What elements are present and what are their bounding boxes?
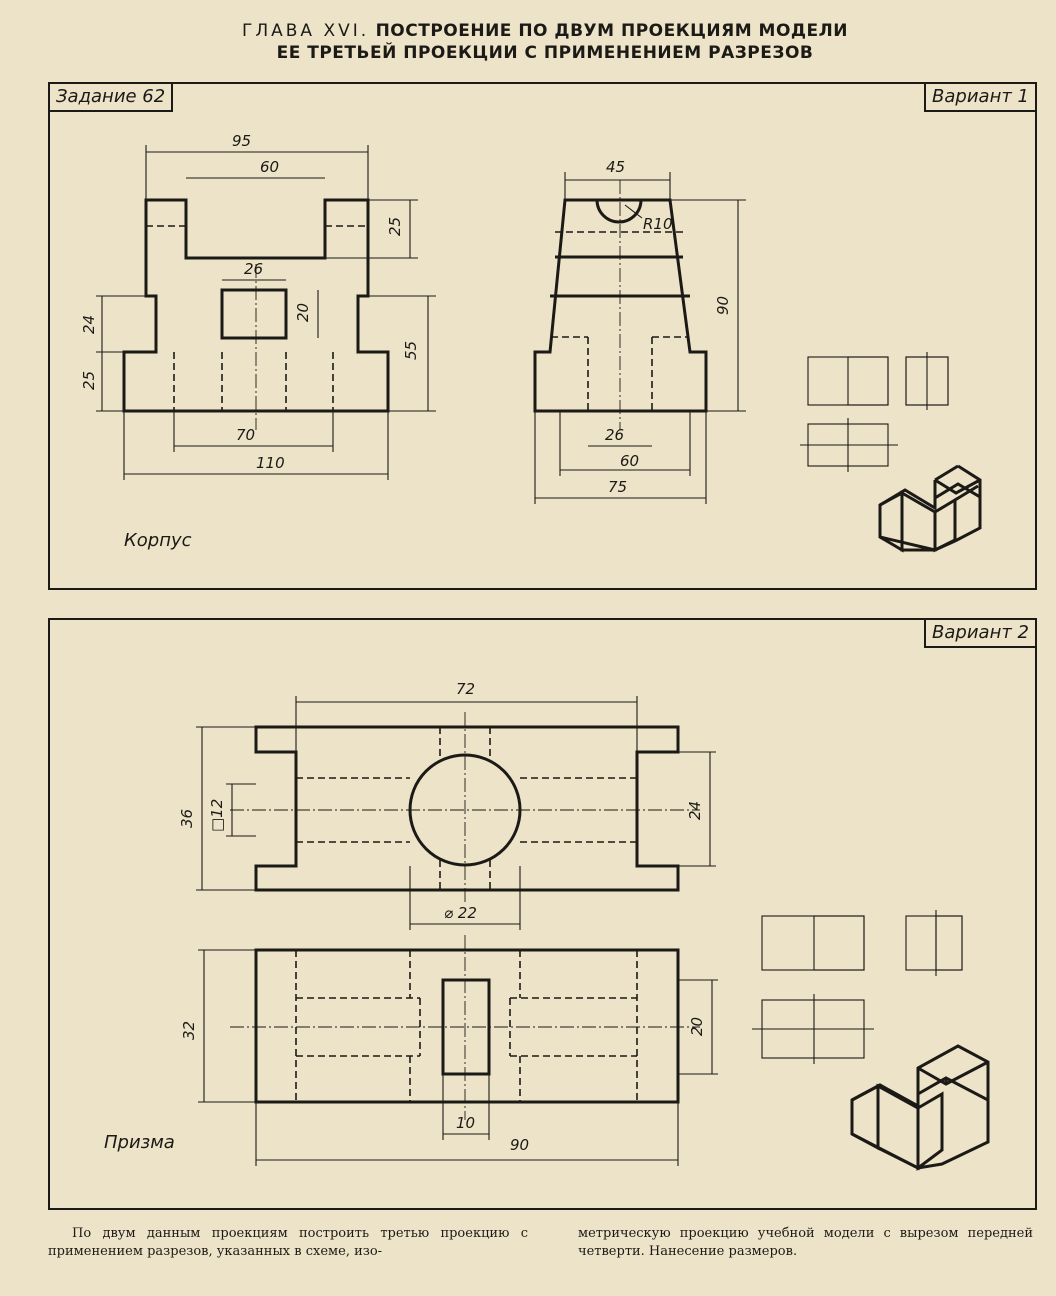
isometric-view-v2	[850, 1044, 990, 1171]
part-name-corpus: Корпус	[124, 530, 192, 551]
part-name-prism: Призма	[104, 1132, 175, 1153]
dim-90-v2: 90	[510, 1136, 529, 1154]
chapter-title-line1: ПОСТРОЕНИЕ ПО ДВУМ ПРОЕКЦИЯМ МОДЕЛИ	[375, 21, 849, 41]
dim-75: 75	[608, 478, 627, 496]
dim-95: 95	[232, 132, 251, 150]
dim-60-side: 60	[620, 452, 639, 470]
page-header: ГЛАВА XVI. ПОСТРОЕНИЕ ПО ДВУМ ПРОЕКЦИЯМ …	[0, 20, 1056, 64]
top-view-prism	[230, 712, 700, 905]
front-view-v2-dimensions: 32 20 10 90	[180, 949, 718, 1166]
dim-36: 36	[178, 809, 196, 828]
variant-1-label: Вариант 1	[924, 84, 1035, 112]
header-line-1: ГЛАВА XVI. ПОСТРОЕНИЕ ПО ДВУМ ПРОЕКЦИЯМ …	[0, 20, 1056, 42]
dim-32: 32	[180, 1021, 198, 1040]
dim-24: 24	[80, 315, 98, 334]
side-view-dimensions: 45 R10 90 26 60 75	[534, 158, 746, 504]
dim-25-base: 25	[80, 371, 98, 390]
task-label: Задание 62	[50, 84, 174, 112]
variant-2-label: Вариант 2	[924, 620, 1035, 648]
dim-24-v2: 24	[686, 801, 704, 820]
front-view-dimensions: 95 60 25 26 20 24 25 55 70 110	[80, 132, 436, 480]
dim-90: 90	[714, 296, 732, 315]
side-view-corpus	[533, 180, 708, 430]
front-view-corpus	[122, 198, 390, 430]
section-scheme-v1	[800, 352, 949, 472]
chapter-number: ГЛАВА XVI.	[241, 21, 370, 41]
dim-square-12: □12	[208, 799, 226, 832]
dim-110: 110	[256, 454, 285, 472]
dim-70: 70	[236, 426, 255, 444]
dim-26-side: 26	[605, 426, 624, 444]
dim-diameter-22: ⌀ 22	[444, 904, 477, 922]
dim-60: 60	[260, 158, 279, 176]
dim-55: 55	[402, 341, 420, 360]
dim-10: 10	[456, 1114, 475, 1132]
dim-45: 45	[606, 158, 625, 176]
top-view-dimensions: 72 36 □12 24 ⌀ 22	[178, 680, 716, 930]
front-view-prism	[230, 935, 700, 1120]
chapter-title-line2: ЕЕ ТРЕТЬЕЙ ПРОЕКЦИИ С ПРИМЕНЕНИЕМ РАЗРЕЗ…	[276, 43, 814, 63]
instruction-text-left: По двум данным проекциям построить треть…	[48, 1226, 528, 1259]
variant-2-panel: Вариант 2	[48, 618, 1037, 1210]
isometric-view-v1	[878, 464, 982, 553]
dim-20: 20	[294, 303, 312, 322]
dim-r10: R10	[643, 215, 673, 233]
section-scheme-v2	[752, 910, 963, 1064]
dim-26: 26	[244, 260, 263, 278]
variant-1-panel: Задание 62 Вариант 1	[48, 82, 1037, 590]
dim-25-slot: 25	[386, 217, 404, 236]
dim-72: 72	[456, 680, 475, 698]
instruction-text-right: метрическую проекцию учебной модели с вы…	[578, 1226, 1033, 1259]
dim-20-v2: 20	[688, 1017, 706, 1036]
